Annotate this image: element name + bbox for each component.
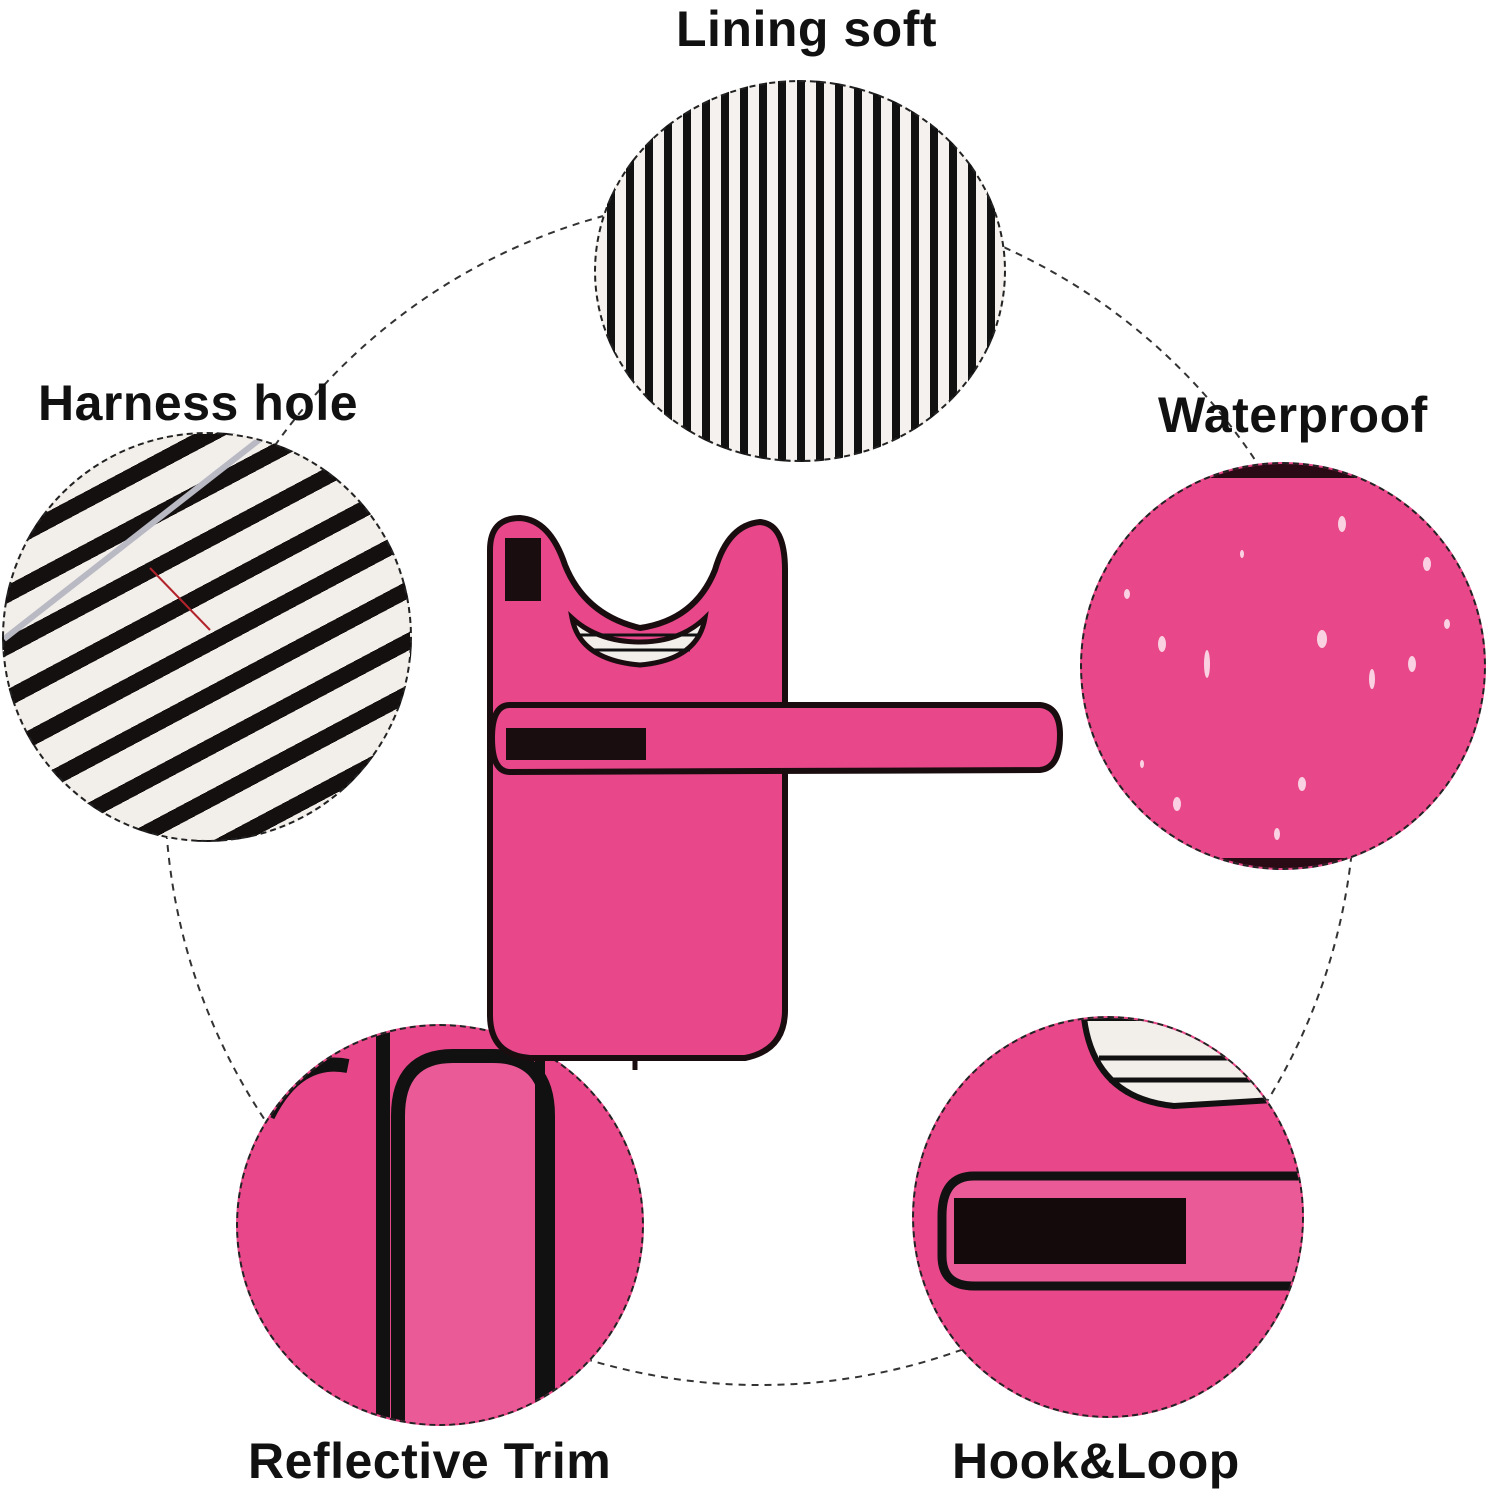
label-lining-soft: Lining soft (676, 1, 937, 57)
label-harness-hole: Harness hole (38, 375, 359, 431)
water-droplets-icon (1082, 464, 1484, 868)
label-reflective-trim: Reflective Trim (248, 1433, 612, 1489)
lining-detail-image (594, 80, 1006, 462)
harness-hole-detail-image (2, 432, 412, 842)
reflective-trim-detail-image (236, 1024, 644, 1426)
label-waterproof: Waterproof (1158, 387, 1428, 443)
dog-coat-product-image (487, 514, 1064, 1070)
waterproof-detail-image (1080, 462, 1486, 870)
label-hook-loop: Hook&Loop (952, 1433, 1240, 1489)
hook-loop-detail-image (912, 1016, 1304, 1418)
